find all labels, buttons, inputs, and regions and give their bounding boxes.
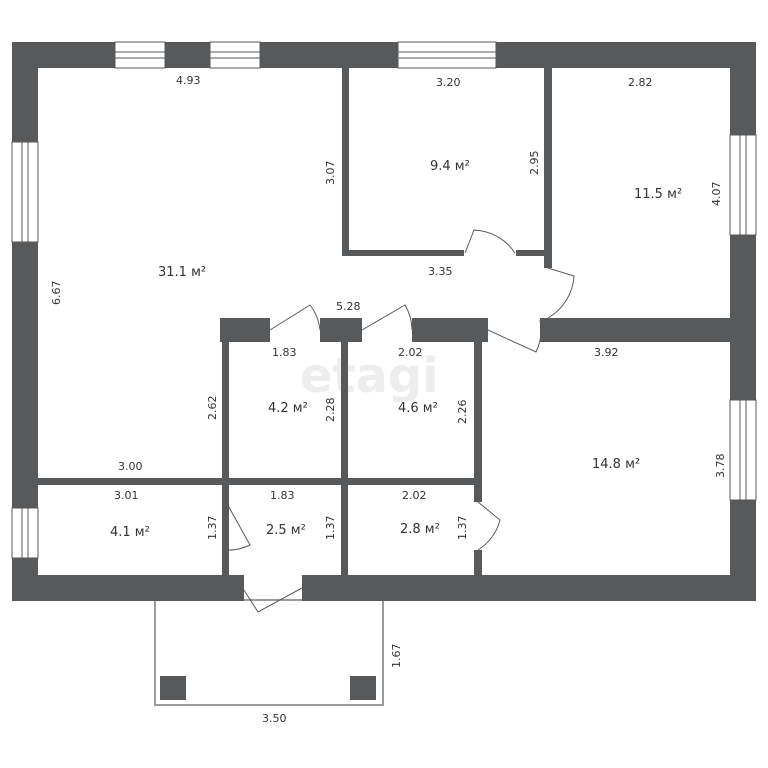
window-top-1: [114, 41, 166, 69]
dim-sw-height: 1.37: [206, 516, 219, 541]
door-bath: [477, 501, 501, 551]
dim-top-mid: 3.20: [436, 76, 461, 89]
dim-balcony-height: 1.67: [390, 644, 403, 669]
area-bedroom-se: 14.8 м²: [592, 457, 640, 472]
door-front: [195, 43, 208, 68]
dim-corridor-b: 5.28: [336, 300, 361, 313]
dim-closet1-width: 1.83: [272, 346, 297, 359]
area-living: 31.1 м²: [158, 265, 206, 280]
dim-left-height: 6.67: [50, 281, 63, 306]
watermark: etagi: [300, 348, 439, 404]
balcony-post-left: [160, 676, 186, 700]
dim-top-right: 2.82: [628, 76, 653, 89]
dim-sw-width: 3.01: [114, 489, 139, 502]
area-bedroom-ne: 11.5 м²: [634, 187, 682, 202]
dim-living-bottom: 3.00: [118, 460, 143, 473]
dim-closet1-right: 2.28: [324, 398, 337, 423]
door-sw-room: [224, 499, 251, 551]
window-top-2: [209, 41, 261, 69]
dim-entry-width: 1.83: [270, 489, 295, 502]
dim-ne-right: 4.07: [710, 182, 723, 207]
area-room-sw: 4.1 м²: [110, 525, 150, 540]
window-right-1: [729, 134, 757, 236]
interior-walls: [38, 68, 756, 582]
door-se-bedroom: [487, 319, 542, 353]
door-closet-2: [361, 304, 413, 331]
dim-se-right: 3.78: [714, 454, 727, 479]
window-left-1: [11, 141, 39, 243]
window-top-3: [397, 41, 497, 69]
area-bedroom-small: 9.4 м²: [430, 159, 470, 174]
dim-closet2-right: 2.26: [456, 400, 469, 425]
window-right-2: [729, 399, 757, 501]
door-closet-1: [269, 304, 321, 331]
dim-entry-height: 1.37: [324, 516, 337, 541]
balcony-post-right: [350, 676, 376, 700]
dim-balcony-width: 3.50: [262, 712, 287, 725]
dim-small-right: 2.95: [528, 151, 541, 176]
dim-closet2-width: 2.02: [398, 346, 423, 359]
dim-top-left: 4.93: [176, 74, 201, 87]
area-bath: 2.8 м²: [400, 522, 440, 537]
dim-bath-width: 2.02: [402, 489, 427, 502]
dim-se-width: 3.92: [594, 346, 619, 359]
dim-living-inner: 3.07: [324, 161, 337, 186]
door-balcony: [243, 587, 303, 613]
door-ne-bedroom: [547, 267, 575, 319]
dim-corridor-a: 3.35: [428, 265, 453, 278]
balcony-outline: [154, 599, 384, 706]
dim-closet1-left: 2.62: [206, 396, 219, 421]
area-closet-2: 4.6 м²: [398, 401, 438, 416]
area-closet-1: 4.2 м²: [268, 401, 308, 416]
door-small-bedroom: [464, 229, 516, 254]
window-left-2: [11, 507, 39, 559]
dim-bath-height: 1.37: [456, 516, 469, 541]
area-entry: 2.5 м²: [266, 523, 306, 538]
